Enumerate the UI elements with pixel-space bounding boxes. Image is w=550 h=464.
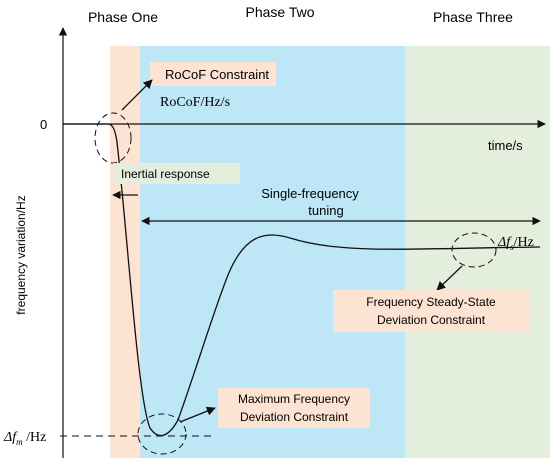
frequency-response-curve [63, 123, 541, 437]
phase-one-label: Phase One [88, 9, 158, 25]
zero-label: 0 [40, 117, 47, 132]
max-deviation-box [218, 388, 370, 428]
steady-state-arrow [436, 265, 463, 291]
rocof-arrow [121, 79, 153, 111]
x-axis-label: time/s [488, 138, 523, 153]
inertial-response-label: Inertial response [121, 167, 210, 181]
delta-fs-label: Δfs/Hz [497, 235, 534, 252]
phase-three-label: Phase Three [433, 9, 513, 25]
inertial-response-box [113, 163, 240, 184]
steady-state-label-line2: Deviation Constraint [377, 313, 486, 327]
steady-state-dashed-ellipse [451, 232, 497, 268]
max-deviation-arrow [179, 406, 216, 423]
steady-state-label-line1: Frequency Steady-State [366, 295, 496, 309]
steady-state-box [333, 290, 529, 332]
single-frequency-label-line2: tuning [308, 203, 343, 218]
max-deviation-label-line1: Maximum Frequency [238, 392, 350, 406]
rocof-unit-label: RoCoF/Hz/s [160, 95, 230, 110]
max-deviation-label-line2: Deviation Constraint [240, 410, 349, 424]
phase-three-region [405, 46, 550, 458]
rocof-constraint-label: RoCoF Constraint [165, 67, 269, 82]
max-deviation-dashed-ellipse [137, 413, 187, 455]
phase-one-region [110, 46, 140, 458]
delta-fm-label: Δfm /Hz [3, 430, 46, 447]
phase-two-label: Phase Two [245, 4, 314, 20]
y-axis-label: frequency variation/Hz [14, 195, 28, 314]
single-frequency-label-line1: Single-frequency [261, 186, 359, 201]
rocof-constraint-box [150, 62, 276, 86]
